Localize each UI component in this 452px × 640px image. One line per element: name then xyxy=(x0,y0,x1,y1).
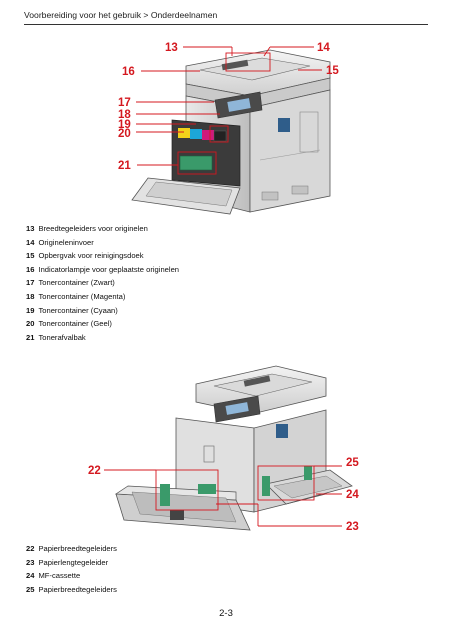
legend-text: Origineleninvoer xyxy=(38,237,94,247)
legend-text: Papierbreedtegeleiders xyxy=(38,584,117,594)
legend-number: 18 xyxy=(26,291,35,301)
callout-24: 24 xyxy=(346,489,359,501)
legend-number: 21 xyxy=(26,332,35,342)
legend-text: Breedtegeleiders voor originelen xyxy=(38,224,148,233)
callout-14: 14 xyxy=(317,42,330,54)
legend-number: 13 xyxy=(26,224,35,233)
legend-text: Tonercontainer (Cyaan) xyxy=(38,305,118,315)
toner-yellow xyxy=(178,128,190,138)
waste-toner-box xyxy=(179,155,213,171)
legend-text: Tonercontainer (Geel) xyxy=(38,319,112,329)
legend-text: Tonercontainer (Zwart) xyxy=(38,278,115,288)
callout-19: 19 xyxy=(118,119,131,131)
callout-16: 16 xyxy=(122,66,135,78)
printer-body xyxy=(131,89,331,215)
legend-number: 25 xyxy=(26,584,35,594)
legend-number: 15 xyxy=(26,251,35,261)
legend-text: Tonercontainer (Magenta) xyxy=(38,291,126,301)
legend-text: Indicatorlampje voor geplaatste originel… xyxy=(38,264,180,274)
toner-cyan xyxy=(190,129,202,139)
legend-number: 14 xyxy=(26,237,35,247)
legend-text: Papierlengtegeleider xyxy=(38,557,109,567)
callout-18: 18 xyxy=(118,109,131,121)
legend-number: 24 xyxy=(26,571,35,581)
legend-number: 20 xyxy=(26,319,35,329)
legend-number: 23 xyxy=(26,557,35,567)
callout-13: 13 xyxy=(165,42,178,54)
callout-17: 17 xyxy=(118,97,131,109)
toner-black xyxy=(213,130,227,142)
toner-magenta xyxy=(202,130,214,140)
legend-number: 22 xyxy=(26,544,35,553)
printer-cassette-illustration: 22 25 24 23 xyxy=(88,365,359,533)
legend-text: Papierbreedtegeleiders xyxy=(38,544,117,553)
callout-23: 23 xyxy=(346,521,359,533)
callout-21: 21 xyxy=(118,160,131,172)
header-divider xyxy=(24,24,428,25)
legend-number: 17 xyxy=(26,278,35,288)
breadcrumb: Voorbereiding voor het gebruik > Onderde… xyxy=(24,10,218,20)
printer-front-illustration: 13 14 15 16 17 18 19 20 21 xyxy=(118,42,339,215)
legend-text: Tonerafvalbak xyxy=(38,332,86,342)
legend-text: Opbergvak voor reinigingsdoek xyxy=(38,251,144,261)
callout-25: 25 xyxy=(346,457,359,469)
callout-15: 15 xyxy=(326,65,339,77)
callout-22: 22 xyxy=(88,465,101,477)
callout-20: 20 xyxy=(118,128,131,140)
legend-text: MF-cassette xyxy=(38,571,81,581)
legend-number: 16 xyxy=(26,264,35,274)
page-number: 2-3 xyxy=(219,608,233,619)
legend-number: 19 xyxy=(26,305,35,315)
